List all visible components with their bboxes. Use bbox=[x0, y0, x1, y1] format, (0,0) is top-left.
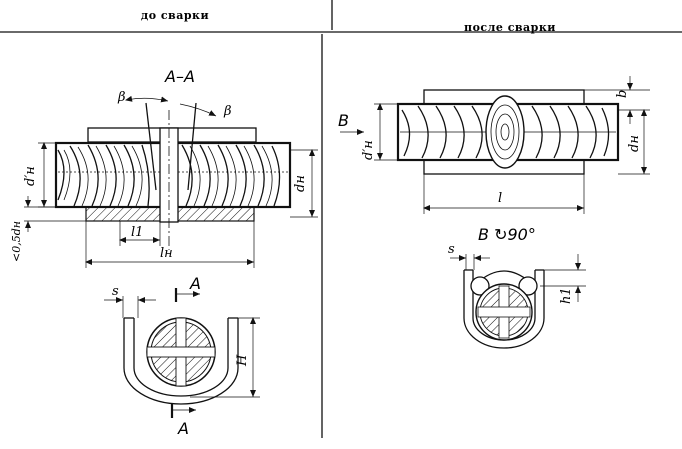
section-label-aa: A–A bbox=[164, 67, 195, 86]
rebar-ribs-left bbox=[57, 144, 288, 207]
header-before-welding: до сварки bbox=[141, 9, 209, 22]
header-after-welding: после сварки bbox=[464, 21, 556, 34]
left-u-section: s A A H bbox=[104, 274, 260, 438]
dn-label-left-side: dн bbox=[293, 175, 308, 192]
cut-label-bottom: A bbox=[177, 419, 189, 438]
half-dn-limit-label: <0,5dн bbox=[10, 221, 23, 262]
H-label: H bbox=[235, 354, 250, 367]
table-frame bbox=[0, 0, 682, 438]
h1-label: h1 bbox=[559, 287, 574, 304]
left-bar-assembly: A–A β β d′н <0,5dн bbox=[10, 67, 318, 268]
b-label: b bbox=[615, 90, 630, 98]
view-B-rotated-label: B ↻90° bbox=[478, 225, 536, 244]
beta-right-label: β bbox=[223, 104, 232, 119]
l-label: l bbox=[498, 191, 502, 206]
ln-label-left: lн bbox=[160, 246, 173, 261]
s-label-right: s bbox=[448, 242, 455, 257]
s-label-left: s bbox=[112, 284, 119, 299]
dn-prime-label-left: d′н bbox=[23, 166, 38, 186]
view-B-arrow-label: B bbox=[338, 111, 349, 130]
beta-left-label: β bbox=[117, 90, 126, 105]
right-u-section: B ↻90° s h1 bbox=[448, 225, 586, 349]
right-bar-assembly: B d′н b dн l bbox=[338, 76, 650, 214]
dn-prime-label-right: d′н bbox=[361, 140, 376, 160]
l1-label: l1 bbox=[131, 225, 143, 240]
cut-label-top: A bbox=[189, 274, 201, 293]
dn-label-right: dн bbox=[627, 135, 642, 152]
